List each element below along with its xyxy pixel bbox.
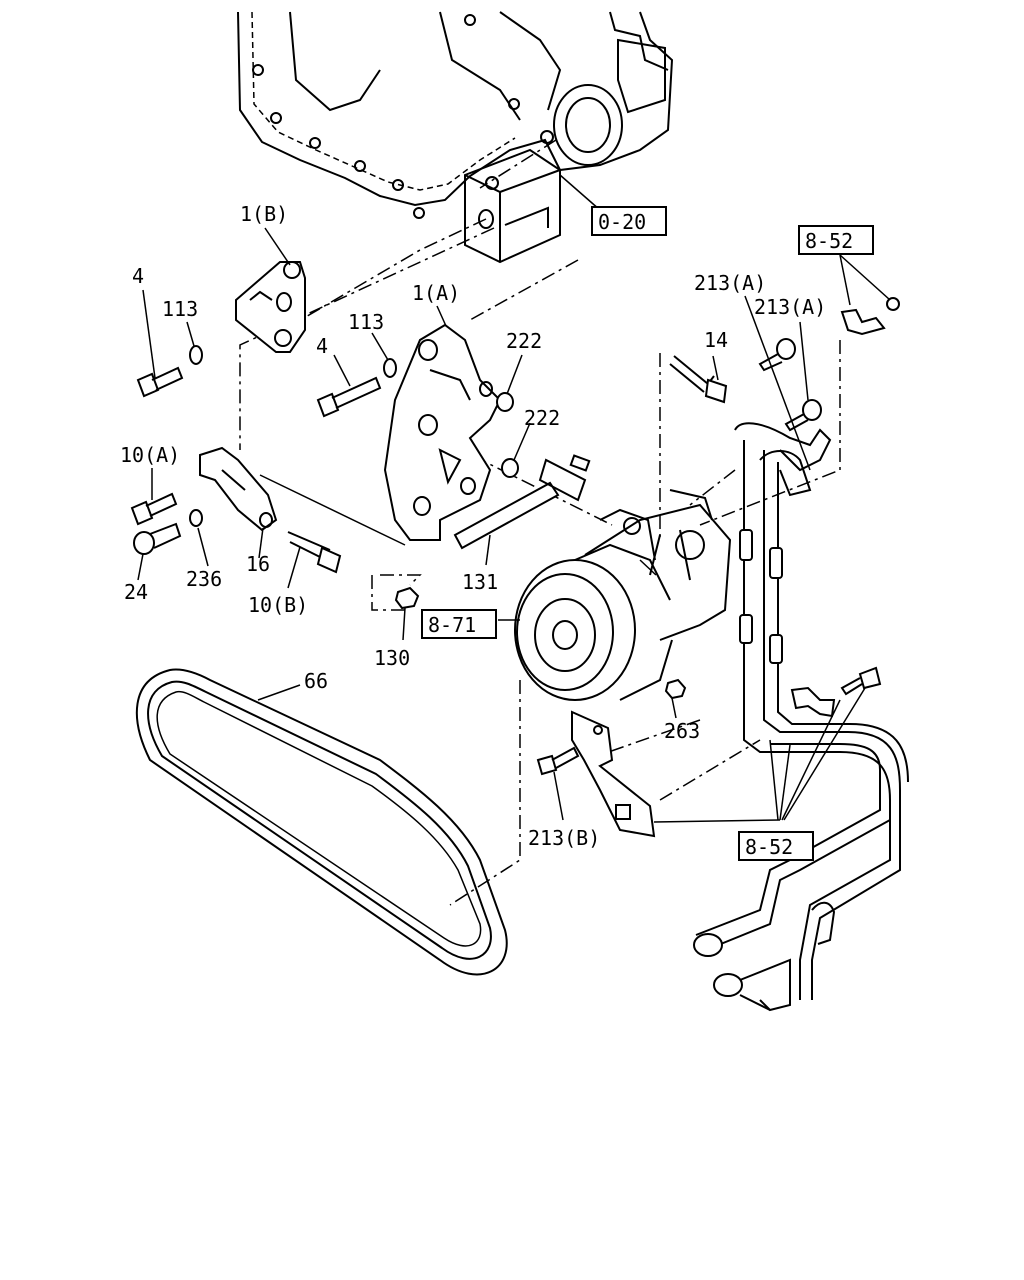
- callout-213a-lower: 213(A): [754, 295, 826, 319]
- callout-14: 14: [704, 328, 728, 352]
- callout-130: 130: [374, 646, 410, 670]
- callout-113-center: 113: [348, 310, 384, 334]
- ref-box-8-52-bottom: 8-52: [738, 831, 814, 861]
- compressor-drawing: [514, 489, 732, 701]
- callout-213b: 213(B): [528, 826, 600, 850]
- assembly-dash-lines: [239, 139, 841, 906]
- bracket-1a-drawing: [383, 323, 502, 541]
- callout-1b: 1(B): [240, 202, 288, 226]
- callout-131: 131: [462, 570, 498, 594]
- callout-10b: 10(B): [248, 593, 308, 617]
- part-callouts: 1(B) 4 113 1(A) 113 4 222 222 10(A) 24 2…: [120, 202, 826, 850]
- ref-box-8-71: 8-71: [421, 609, 497, 639]
- callout-263: 263: [664, 719, 700, 743]
- callout-16: 16: [246, 552, 270, 576]
- callout-222-upper: 222: [506, 329, 542, 353]
- bracket-16-drawing: [199, 446, 278, 532]
- leader-lines: [137, 227, 891, 823]
- ref-box-0-20: 0-20: [591, 206, 667, 236]
- svg-text:8-52: 8-52: [745, 835, 793, 859]
- callout-66: 66: [304, 669, 328, 693]
- bracket-213b-drawing: [571, 710, 656, 838]
- callout-24: 24: [124, 580, 148, 604]
- callout-213a-upper: 213(A): [694, 271, 766, 295]
- svg-text:8-71: 8-71: [428, 613, 476, 637]
- belt-66-drawing: [135, 668, 508, 976]
- callout-10a: 10(A): [120, 443, 180, 467]
- svg-text:0-20: 0-20: [598, 210, 646, 234]
- bracket-1b-drawing: [235, 261, 306, 353]
- ref-box-8-52-top: 8-52: [798, 225, 874, 255]
- ac-lines-drawing: [693, 422, 909, 1012]
- reference-boxes: 0-20 8-52 8-71 8-52: [421, 206, 874, 861]
- svg-text:8-52: 8-52: [805, 229, 853, 253]
- callout-4-center: 4: [316, 334, 328, 358]
- callout-113-left: 113: [162, 297, 198, 321]
- callout-236: 236: [186, 567, 222, 591]
- callout-1a: 1(A): [412, 281, 460, 305]
- plate-131-drawing: [453, 454, 591, 550]
- callout-222-lower: 222: [524, 406, 560, 430]
- fasteners-drawing: [130, 297, 900, 776]
- engine-block-drawing: [237, 11, 674, 264]
- callout-4-left: 4: [132, 264, 144, 288]
